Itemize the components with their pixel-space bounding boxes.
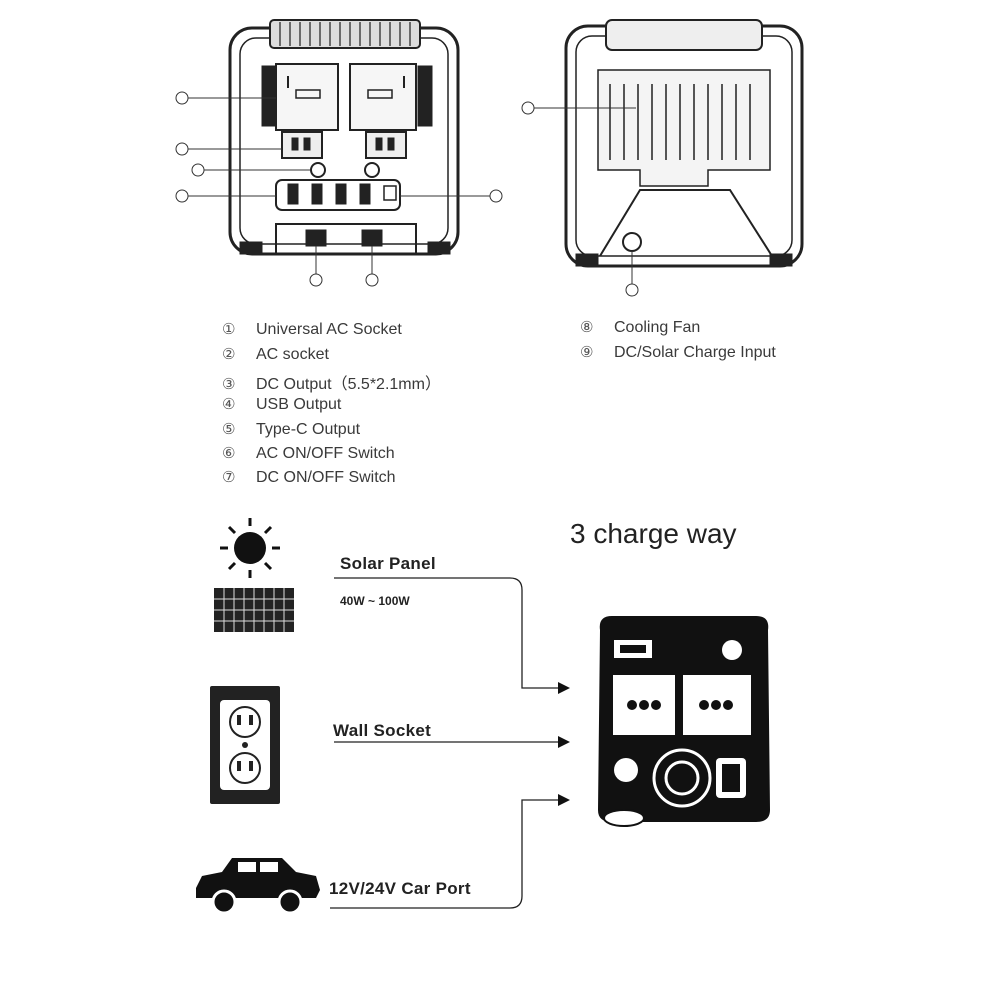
legend-num: ③ xyxy=(222,376,236,393)
back-view xyxy=(564,19,804,268)
callout-2 xyxy=(309,273,323,287)
legend-num: ① xyxy=(222,321,236,338)
legend-num: ⑥ xyxy=(222,445,236,462)
legend-num: ② xyxy=(222,346,236,363)
arrow-solar xyxy=(558,682,570,694)
callout-3 xyxy=(191,163,205,177)
sun-icon xyxy=(220,518,280,578)
legend-item-6: ⑥ AC ON/OFF Switch xyxy=(222,444,395,463)
wall-outlet-icon xyxy=(210,686,280,804)
car-icon xyxy=(196,858,320,915)
legend-item-4: ④ USB Output xyxy=(222,395,341,414)
charge-title: 3 charge way xyxy=(570,518,737,549)
front-view xyxy=(228,19,460,256)
wall-socket-label: Wall Socket xyxy=(333,721,432,740)
callout-4 xyxy=(175,189,189,203)
legend-item-9: ⑨ DC/Solar Charge Input xyxy=(580,343,776,362)
legend-num: ⑨ xyxy=(580,344,594,361)
legend-text: Type-C Output xyxy=(256,421,361,438)
arrow-wall xyxy=(558,736,570,748)
legend-item-5: ⑤ Type-C Output xyxy=(222,420,360,439)
charge-routes xyxy=(330,577,558,909)
legend-text: DC/Solar Charge Input xyxy=(614,344,776,361)
callout-6 xyxy=(175,142,189,156)
callout-5 xyxy=(489,189,503,203)
callout-8 xyxy=(521,101,535,115)
legend-text: DC Output（5.5*2.1mm） xyxy=(256,376,441,393)
legend-text: Universal AC Socket xyxy=(256,321,402,338)
legend-text: USB Output xyxy=(256,396,342,413)
legend-item-1: ① Universal AC Socket xyxy=(222,320,402,339)
legend-item-7: ⑦ DC ON/OFF Switch xyxy=(222,468,396,487)
legend-text: AC socket xyxy=(256,346,329,363)
device-views xyxy=(175,19,804,297)
legend-item-8: ⑧ Cooling Fan xyxy=(580,318,700,337)
callout-9 xyxy=(625,283,639,297)
legend-text: DC ON/OFF Switch xyxy=(256,469,396,486)
legend-num: ⑧ xyxy=(580,319,594,336)
solar-panel-icon xyxy=(214,588,294,632)
callout-1 xyxy=(175,91,189,105)
callout-7 xyxy=(365,273,379,287)
legend-num: ⑦ xyxy=(222,469,236,486)
legend-text: Cooling Fan xyxy=(614,319,701,336)
solar-panel-range: 40W ~ 100W xyxy=(340,594,410,608)
car-port-label: 12V/24V Car Port xyxy=(329,879,471,898)
legend-num: ④ xyxy=(222,396,236,413)
front-callout-lines xyxy=(188,97,490,276)
legend-item-2: ② AC socket xyxy=(222,345,329,364)
power-station-icon xyxy=(598,616,770,827)
legend-text: AC ON/OFF Switch xyxy=(256,445,395,462)
solar-panel-label: Solar Panel xyxy=(340,554,436,573)
legend-num: ⑤ xyxy=(222,421,236,438)
legend-item-3: ③ DC Output（5.5*2.1mm） xyxy=(222,370,441,394)
arrow-car xyxy=(558,794,570,806)
